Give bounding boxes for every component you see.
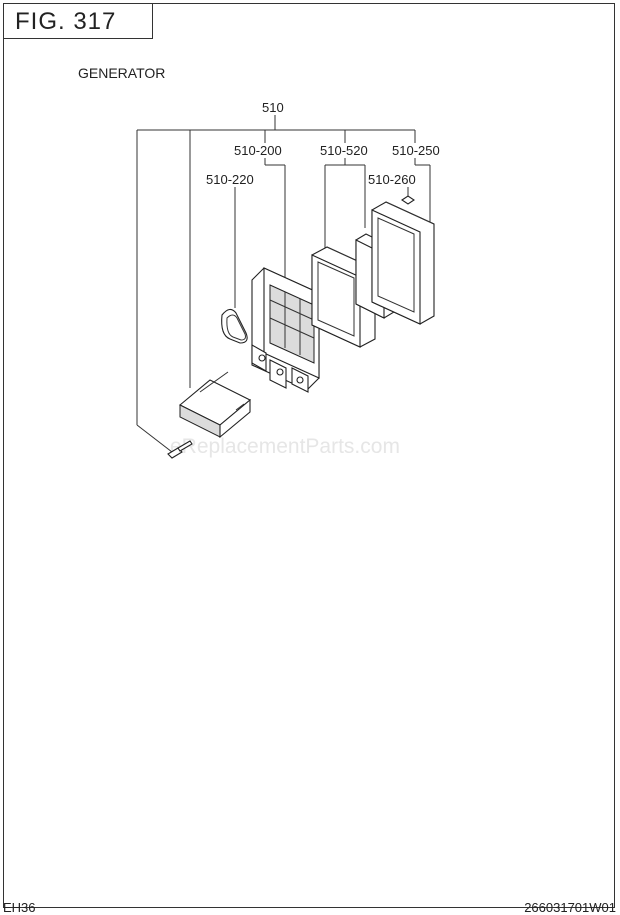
bolt-part bbox=[167, 440, 193, 459]
callout-510-200: 510-200 bbox=[234, 143, 282, 158]
figure-label: FIG. 317 bbox=[15, 8, 117, 35]
section-title: GENERATOR bbox=[78, 65, 166, 81]
case-part bbox=[251, 267, 320, 393]
callout-510-520: 510-520 bbox=[320, 143, 368, 158]
footer-model: EH36 bbox=[3, 900, 36, 915]
bracket-part bbox=[179, 371, 251, 439]
label-plate-part bbox=[401, 195, 415, 205]
callout-510: 510 bbox=[262, 100, 284, 115]
leader-lines bbox=[136, 115, 431, 453]
callout-510-250: 510-250 bbox=[392, 143, 440, 158]
callout-510-220: 510-220 bbox=[206, 172, 254, 187]
watermark: eReplacementParts.com bbox=[170, 435, 400, 458]
figure-label-box: FIG. 317 bbox=[3, 3, 153, 39]
gasket-part bbox=[221, 308, 248, 344]
footer-doc-code: 266031701W01 bbox=[524, 900, 616, 915]
cover-part bbox=[371, 201, 435, 325]
page-frame bbox=[3, 3, 615, 908]
callout-510-260: 510-260 bbox=[368, 172, 416, 187]
